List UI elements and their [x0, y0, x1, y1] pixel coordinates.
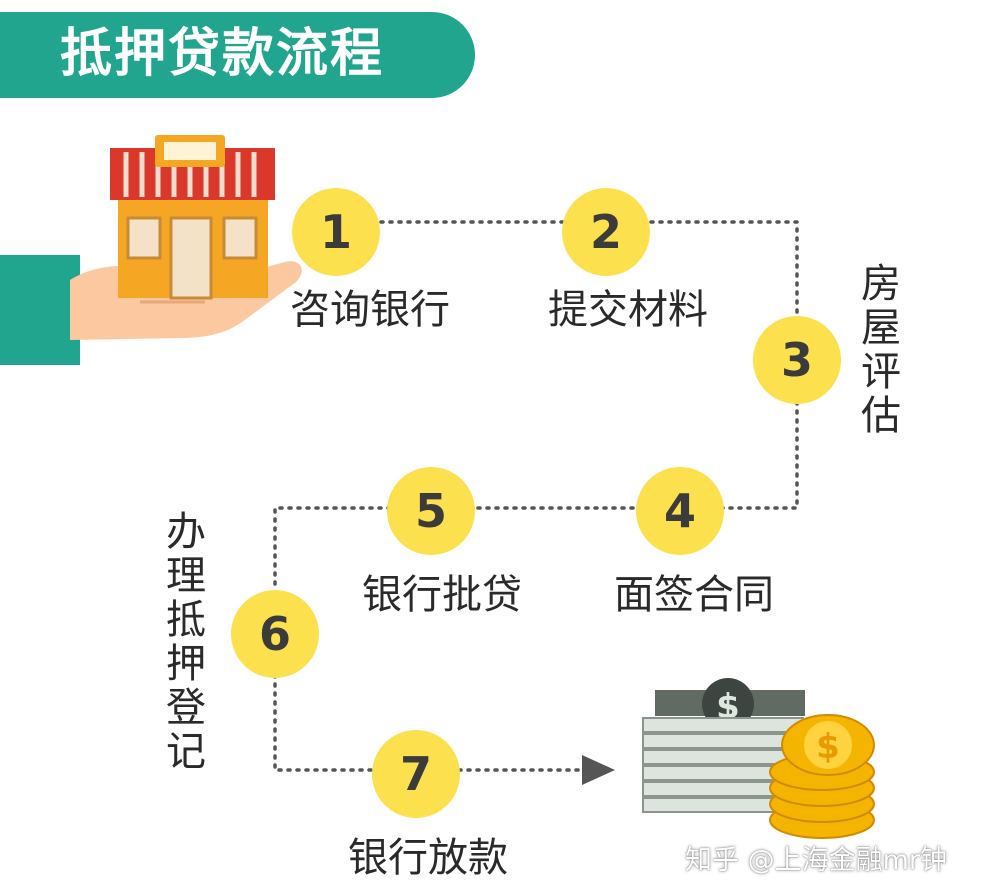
title-banner: 抵押贷款流程 — [0, 12, 475, 98]
step-3-char: 房 — [861, 261, 901, 307]
step-6-char: 押 — [166, 641, 206, 687]
step-6-char: 抵 — [166, 597, 206, 643]
step-6-circle: 6 — [231, 590, 319, 678]
step-6-char: 记 — [166, 729, 206, 775]
step-1-label: 咨询银行 — [290, 287, 450, 333]
step-6-char: 理 — [166, 553, 206, 599]
step-2-circle: 2 — [562, 188, 650, 276]
svg-text:$: $ — [816, 727, 840, 767]
step-3-char: 屋 — [861, 305, 901, 351]
watermark: 知乎 @上海金融mr钟 — [685, 845, 947, 876]
step-6-char: 办 — [166, 509, 206, 555]
step-3-vertical-label: 房 屋 评 估 — [860, 262, 902, 438]
money-stack-coins-icon: $ $ — [642, 678, 875, 839]
step-5-label: 银行批贷 — [362, 572, 522, 618]
step-4-label: 面签合同 — [614, 572, 774, 618]
step-4-circle: 4 — [636, 467, 724, 555]
connector-lines — [273, 220, 799, 772]
step-7-label: 银行放款 — [348, 835, 508, 881]
step-2-label: 提交材料 — [548, 287, 708, 333]
step-3-char: 估 — [861, 393, 901, 439]
step-1-circle: 1 — [292, 188, 380, 276]
hand-holding-house-icon — [0, 135, 302, 365]
step-7-circle: 7 — [372, 730, 460, 818]
step-3-char: 评 — [861, 349, 901, 395]
page-title: 抵押贷款流程 — [60, 24, 385, 84]
step-3-circle: 3 — [753, 316, 841, 404]
step-6-vertical-label: 办 理 抵 押 登 记 — [165, 510, 207, 774]
flow-arrow-icon — [582, 755, 615, 785]
step-6-char: 登 — [166, 685, 206, 731]
step-5-circle: 5 — [387, 467, 475, 555]
